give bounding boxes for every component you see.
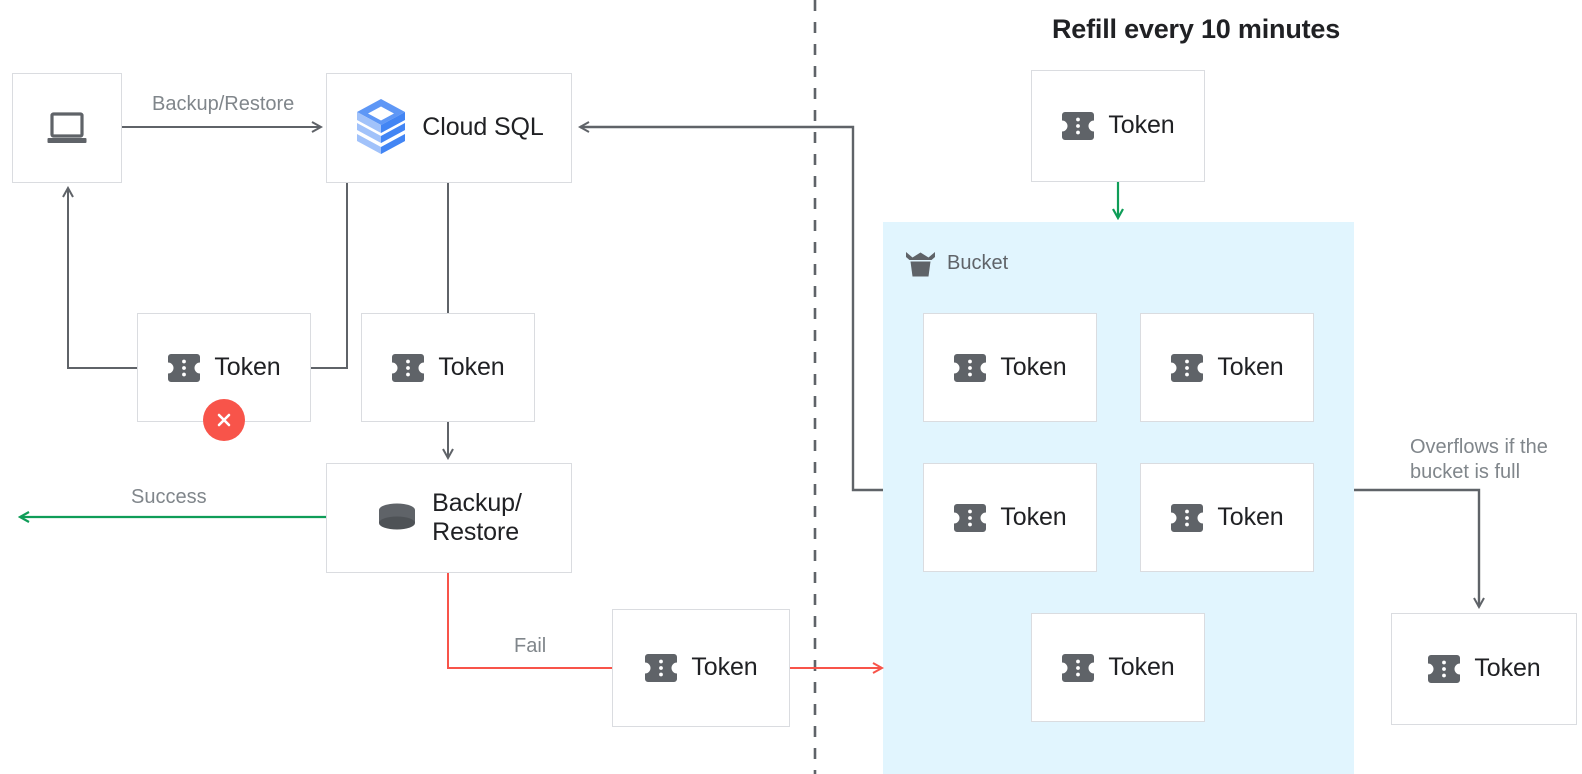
node-token-sql-label: Token xyxy=(438,352,505,381)
wire-overflow xyxy=(1354,488,1479,607)
token-icon xyxy=(953,503,987,533)
node-token-client-label: Token xyxy=(214,352,281,381)
node-token-refill-label: Token xyxy=(1108,111,1175,140)
token-icon xyxy=(167,353,201,383)
edge-label-overflow: Overflows if the bucket is full xyxy=(1410,436,1548,483)
node-bucket-token-2[interactable]: Token xyxy=(1140,313,1314,422)
token-icon xyxy=(1061,653,1095,683)
node-bucket-token-5-label: Token xyxy=(1108,652,1175,681)
node-cloud-sql[interactable]: Cloud SQL xyxy=(326,73,572,183)
bucket-group-header: Bucket xyxy=(905,248,1008,278)
wire-bucket-to-cloudsql xyxy=(580,127,883,492)
token-icon xyxy=(1170,503,1204,533)
laptop-icon xyxy=(47,111,87,145)
bucket-group-label: Bucket xyxy=(947,251,1009,274)
node-client[interactable] xyxy=(12,73,122,183)
node-bucket-token-3-label: Token xyxy=(1000,502,1067,531)
node-bucket-token-1-label: Token xyxy=(1000,352,1067,381)
token-icon xyxy=(391,353,425,383)
node-bucket-token-5[interactable]: Token xyxy=(1031,613,1205,722)
edge-label-backup-restore: Backup/Restore xyxy=(152,93,295,115)
token-icon xyxy=(953,353,987,383)
node-token-overflow[interactable]: Token xyxy=(1391,613,1577,725)
edge-label-success: Success xyxy=(131,486,207,508)
node-bucket-token-4[interactable]: Token xyxy=(1140,463,1314,572)
token-icon xyxy=(644,653,678,683)
node-token-fail-label: Token xyxy=(691,653,758,682)
node-bucket-token-1[interactable]: Token xyxy=(923,313,1097,422)
node-bucket-token-4-label: Token xyxy=(1217,502,1284,531)
node-bucket-token-2-label: Token xyxy=(1217,352,1284,381)
node-backup-restore-label: Backup/ Restore xyxy=(432,488,522,547)
cloud-sql-icon xyxy=(354,97,408,159)
node-token-refill[interactable]: Token xyxy=(1031,70,1205,182)
token-icon xyxy=(1170,353,1204,383)
node-token-sql[interactable]: Token xyxy=(361,313,535,422)
node-cloud-sql-label: Cloud SQL xyxy=(422,113,544,142)
database-icon xyxy=(376,501,418,535)
token-icon xyxy=(1427,654,1461,684)
status-badge-error xyxy=(203,399,245,441)
error-x-icon xyxy=(217,413,231,427)
node-backup-restore[interactable]: Backup/ Restore xyxy=(326,463,572,573)
node-token-overflow-label: Token xyxy=(1474,654,1541,683)
node-bucket-token-3[interactable]: Token xyxy=(923,463,1097,572)
edge-label-fail: Fail xyxy=(514,635,547,657)
bucket-icon xyxy=(905,248,936,278)
node-token-fail[interactable]: Token xyxy=(612,609,790,727)
token-icon xyxy=(1061,111,1095,141)
page-title: Refill every 10 minutes xyxy=(1052,14,1341,44)
